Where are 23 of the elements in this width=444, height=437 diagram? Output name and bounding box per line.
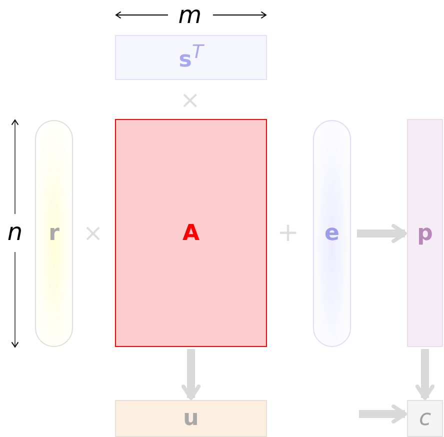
matrix-box <box>115 119 267 347</box>
double-arrow <box>357 224 407 244</box>
dimension-label: m <box>178 3 202 27</box>
column-vector-pill <box>35 120 73 347</box>
column-vector-pill <box>313 120 351 347</box>
variable-label: r <box>48 223 60 245</box>
operator-symbol: × <box>82 221 104 245</box>
dimension-label: n <box>7 220 23 244</box>
variable-label: c <box>418 408 432 430</box>
double-arrow <box>359 404 407 424</box>
variable-label: A <box>182 223 200 245</box>
operator-symbol: + <box>277 220 299 246</box>
operator-symbol: × <box>180 88 200 112</box>
double-arrow <box>181 349 201 400</box>
variable-label: u <box>183 408 199 430</box>
row-vector-box <box>115 35 267 80</box>
variable-label: s$^{T}$ <box>178 44 204 72</box>
scalar-box <box>407 400 443 437</box>
variable-label: p <box>417 223 433 245</box>
column-vector-box <box>407 119 443 347</box>
double-arrow <box>415 349 435 400</box>
row-vector-box <box>115 400 267 437</box>
variable-label: e <box>324 223 340 245</box>
